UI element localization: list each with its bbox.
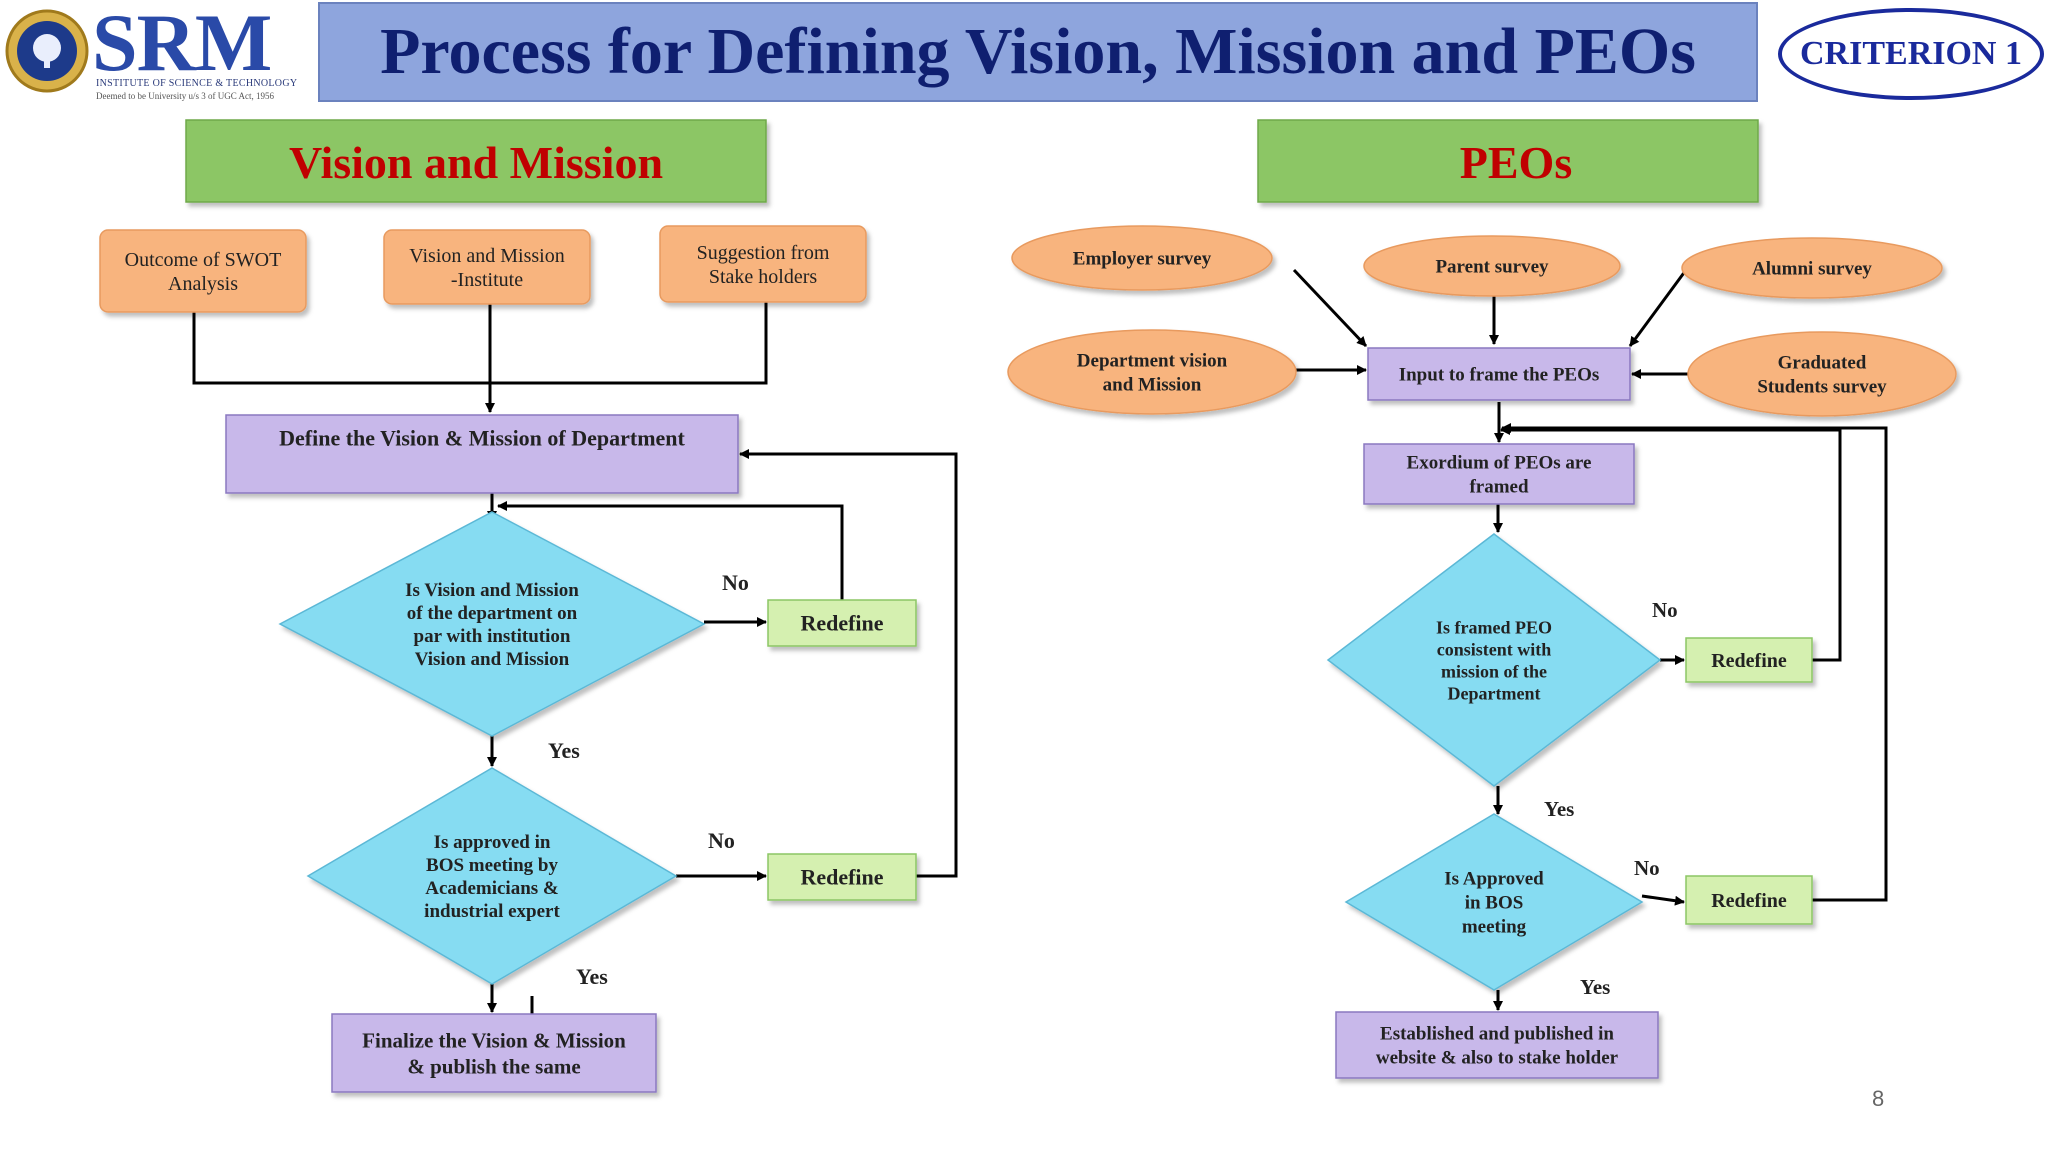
redefine-r1-label: Redefine (1711, 650, 1787, 672)
exordium-box (1363, 443, 1635, 505)
loop-back-r2 (1501, 423, 1888, 902)
arrow-to-redefine-r2 (1641, 894, 1685, 906)
section-title-peos: PEOs (1460, 137, 1572, 188)
input-ellipse-dept_vm (1007, 329, 1297, 415)
define-vision-mission-box (225, 414, 739, 494)
loop-back-r1 (1500, 425, 1842, 662)
established-box (1335, 1011, 1659, 1079)
input-frame-label: Input to frame the PEOs (1399, 365, 1600, 386)
input-label-employer: Employer survey (1073, 249, 1212, 270)
label-yes-r1: Yes (1544, 797, 1574, 821)
input-box-swot (99, 229, 307, 313)
seal-icon (5, 9, 89, 93)
arrow-alumni (1628, 269, 1688, 347)
input-box-stake (659, 225, 867, 303)
redefine-box-r1 (1685, 637, 1813, 683)
label-no-r1: No (1652, 598, 1678, 622)
decision-bos-approval (306, 767, 678, 985)
input-ellipse-employer (1011, 225, 1273, 291)
input-label-alumni: Alumni survey (1752, 259, 1872, 280)
decision-par-with-institution (278, 511, 706, 737)
input-ellipse-parent (1363, 235, 1621, 297)
arrow-employer (1292, 268, 1368, 348)
section-header-peos (1257, 119, 1759, 203)
finalize-box (331, 1013, 657, 1093)
input-box-vm_inst (383, 229, 591, 305)
label-no-1: No (722, 570, 749, 595)
merge-line (192, 302, 768, 385)
section-title-vision-mission: Vision and Mission (289, 137, 663, 188)
redefine-r2-label: Redefine (1711, 890, 1787, 912)
label-yes-r2: Yes (1580, 975, 1610, 999)
label-no-r2: No (1634, 856, 1660, 880)
finalize-label: Finalize the Vision & Mission& publish t… (362, 1028, 626, 1078)
section-header-vision-mission (185, 119, 767, 203)
redefine1-label: Redefine (800, 611, 883, 636)
input-label-parent: Parent survey (1435, 257, 1549, 278)
redefine2-label: Redefine (800, 865, 883, 890)
redefine-box-r2 (1685, 875, 1813, 925)
input-ellipse-graduated (1687, 331, 1957, 417)
page-title: Process for Defining Vision, Mission and… (318, 2, 1758, 102)
redefine-box-1 (767, 599, 917, 647)
input-label-vm_inst: Vision and Mission-Institute (409, 245, 564, 291)
input-frame-peos-box (1367, 347, 1631, 401)
decision-peo-consistent (1326, 533, 1662, 787)
logo-tagline: Deemed to be University u/s 3 of UGC Act… (96, 91, 274, 101)
loop-back-1 (497, 501, 844, 600)
redefine-box-2 (767, 853, 917, 901)
logo-subtitle: INSTITUTE OF SCIENCE & TECHNOLOGY (96, 78, 298, 89)
loop-back-2 (739, 449, 958, 878)
decision-bos-approved (1344, 813, 1644, 991)
label-yes-2: Yes (576, 964, 608, 989)
criterion-badge: CRITERION 1 (1778, 8, 2044, 100)
label-no-2: No (708, 828, 735, 853)
input-ellipse-alumni (1681, 237, 1943, 299)
logo-name: SRM (92, 0, 272, 88)
label-yes-1: Yes (548, 738, 580, 763)
define-box-label: Define the Vision & Mission of Departmen… (279, 426, 685, 451)
srm-logo: SRM INSTITUTE OF SCIENCE & TECHNOLOGY De… (4, 0, 304, 104)
page-number: 8 (1872, 1086, 1885, 1111)
